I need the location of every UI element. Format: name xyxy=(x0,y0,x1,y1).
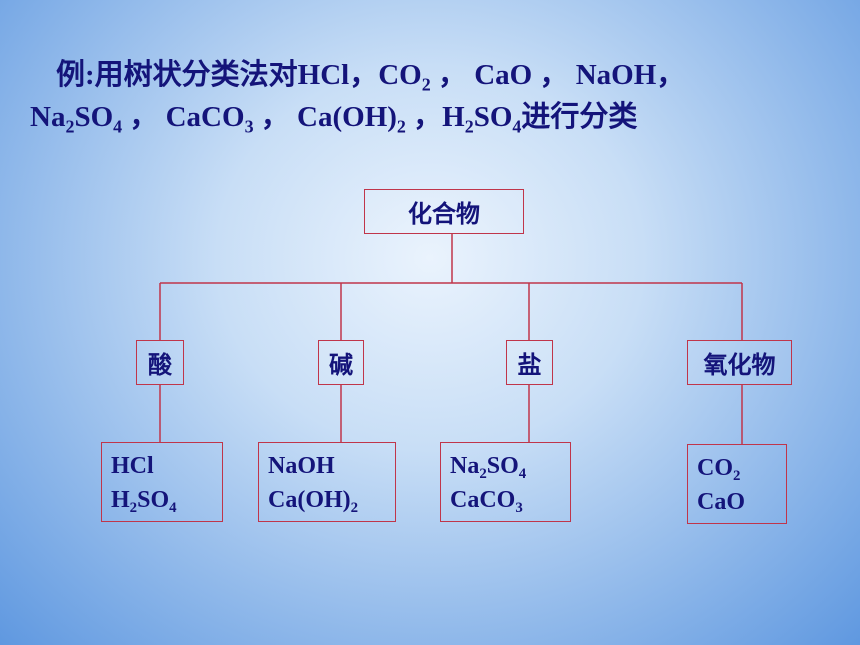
leaf-item: CO2 xyxy=(697,455,741,485)
leaf-base: NaOH Ca(OH)2 xyxy=(258,442,396,522)
category-salt: 盐 xyxy=(506,340,553,385)
leaf-item: H2SO4 xyxy=(111,487,177,517)
category-base: 碱 xyxy=(318,340,364,385)
leaf-oxide: CO2 CaO xyxy=(687,444,787,524)
category-acid: 酸 xyxy=(136,340,184,385)
leaf-item: HCl xyxy=(111,453,154,479)
root-label: 化合物 xyxy=(408,200,480,228)
leaf-item: CaO xyxy=(697,489,745,515)
category-oxide-label: 氧化物 xyxy=(703,351,776,379)
leaf-item: Na2SO4 xyxy=(450,453,527,483)
root-node: 化合物 xyxy=(364,189,524,234)
category-base-label: 碱 xyxy=(329,351,353,379)
title-line-1: 例:用树状分类法对HCl，CO2 ， CaO ， NaOH， xyxy=(56,59,686,95)
leaf-acid: HCl H2SO4 xyxy=(101,442,223,522)
category-salt-label: 盐 xyxy=(517,351,542,379)
leaf-item: Ca(OH)2 xyxy=(268,487,359,517)
title-line-2: Na2SO4 ， CaCO3 ， Ca(OH)2 ，H2SO4进行分类 xyxy=(30,101,638,137)
leaf-item: CaCO3 xyxy=(450,487,523,517)
leaf-salt: Na2SO4 CaCO3 xyxy=(440,442,571,522)
slide-title: 例:用树状分类法对HCl，CO2 ， CaO ， NaOH， Na2SO4 ， … xyxy=(30,54,840,138)
category-acid-label: 酸 xyxy=(148,351,172,379)
leaf-item: NaOH xyxy=(268,453,335,479)
category-oxide: 氧化物 xyxy=(687,340,792,385)
